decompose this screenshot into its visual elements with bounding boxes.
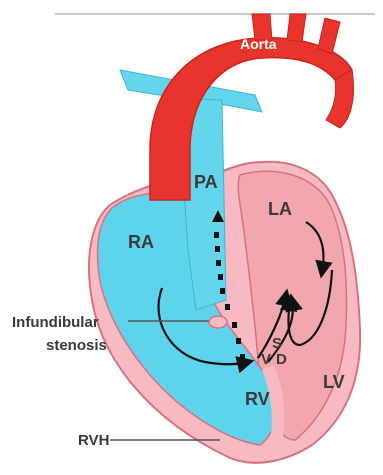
- stenosis-label: stenosis: [46, 337, 107, 354]
- ra-label: RA: [128, 232, 154, 252]
- s-label: S: [272, 335, 282, 352]
- la-label: LA: [268, 199, 292, 219]
- v-label: V: [261, 351, 271, 368]
- d-label: D: [276, 351, 287, 368]
- infundibular-label: Infundibular: [12, 314, 99, 331]
- lv-label: LV: [323, 372, 345, 392]
- aorta-label: Aorta: [240, 36, 277, 52]
- pa-label: PA: [194, 172, 218, 192]
- stenosis-ring: [209, 316, 227, 328]
- aorta-branch-2: [287, 14, 306, 42]
- rvh-label: RVH: [78, 432, 109, 449]
- descending-aorta: [326, 70, 354, 128]
- rv-label: RV: [245, 389, 270, 409]
- aorta-branch-3: [318, 18, 340, 54]
